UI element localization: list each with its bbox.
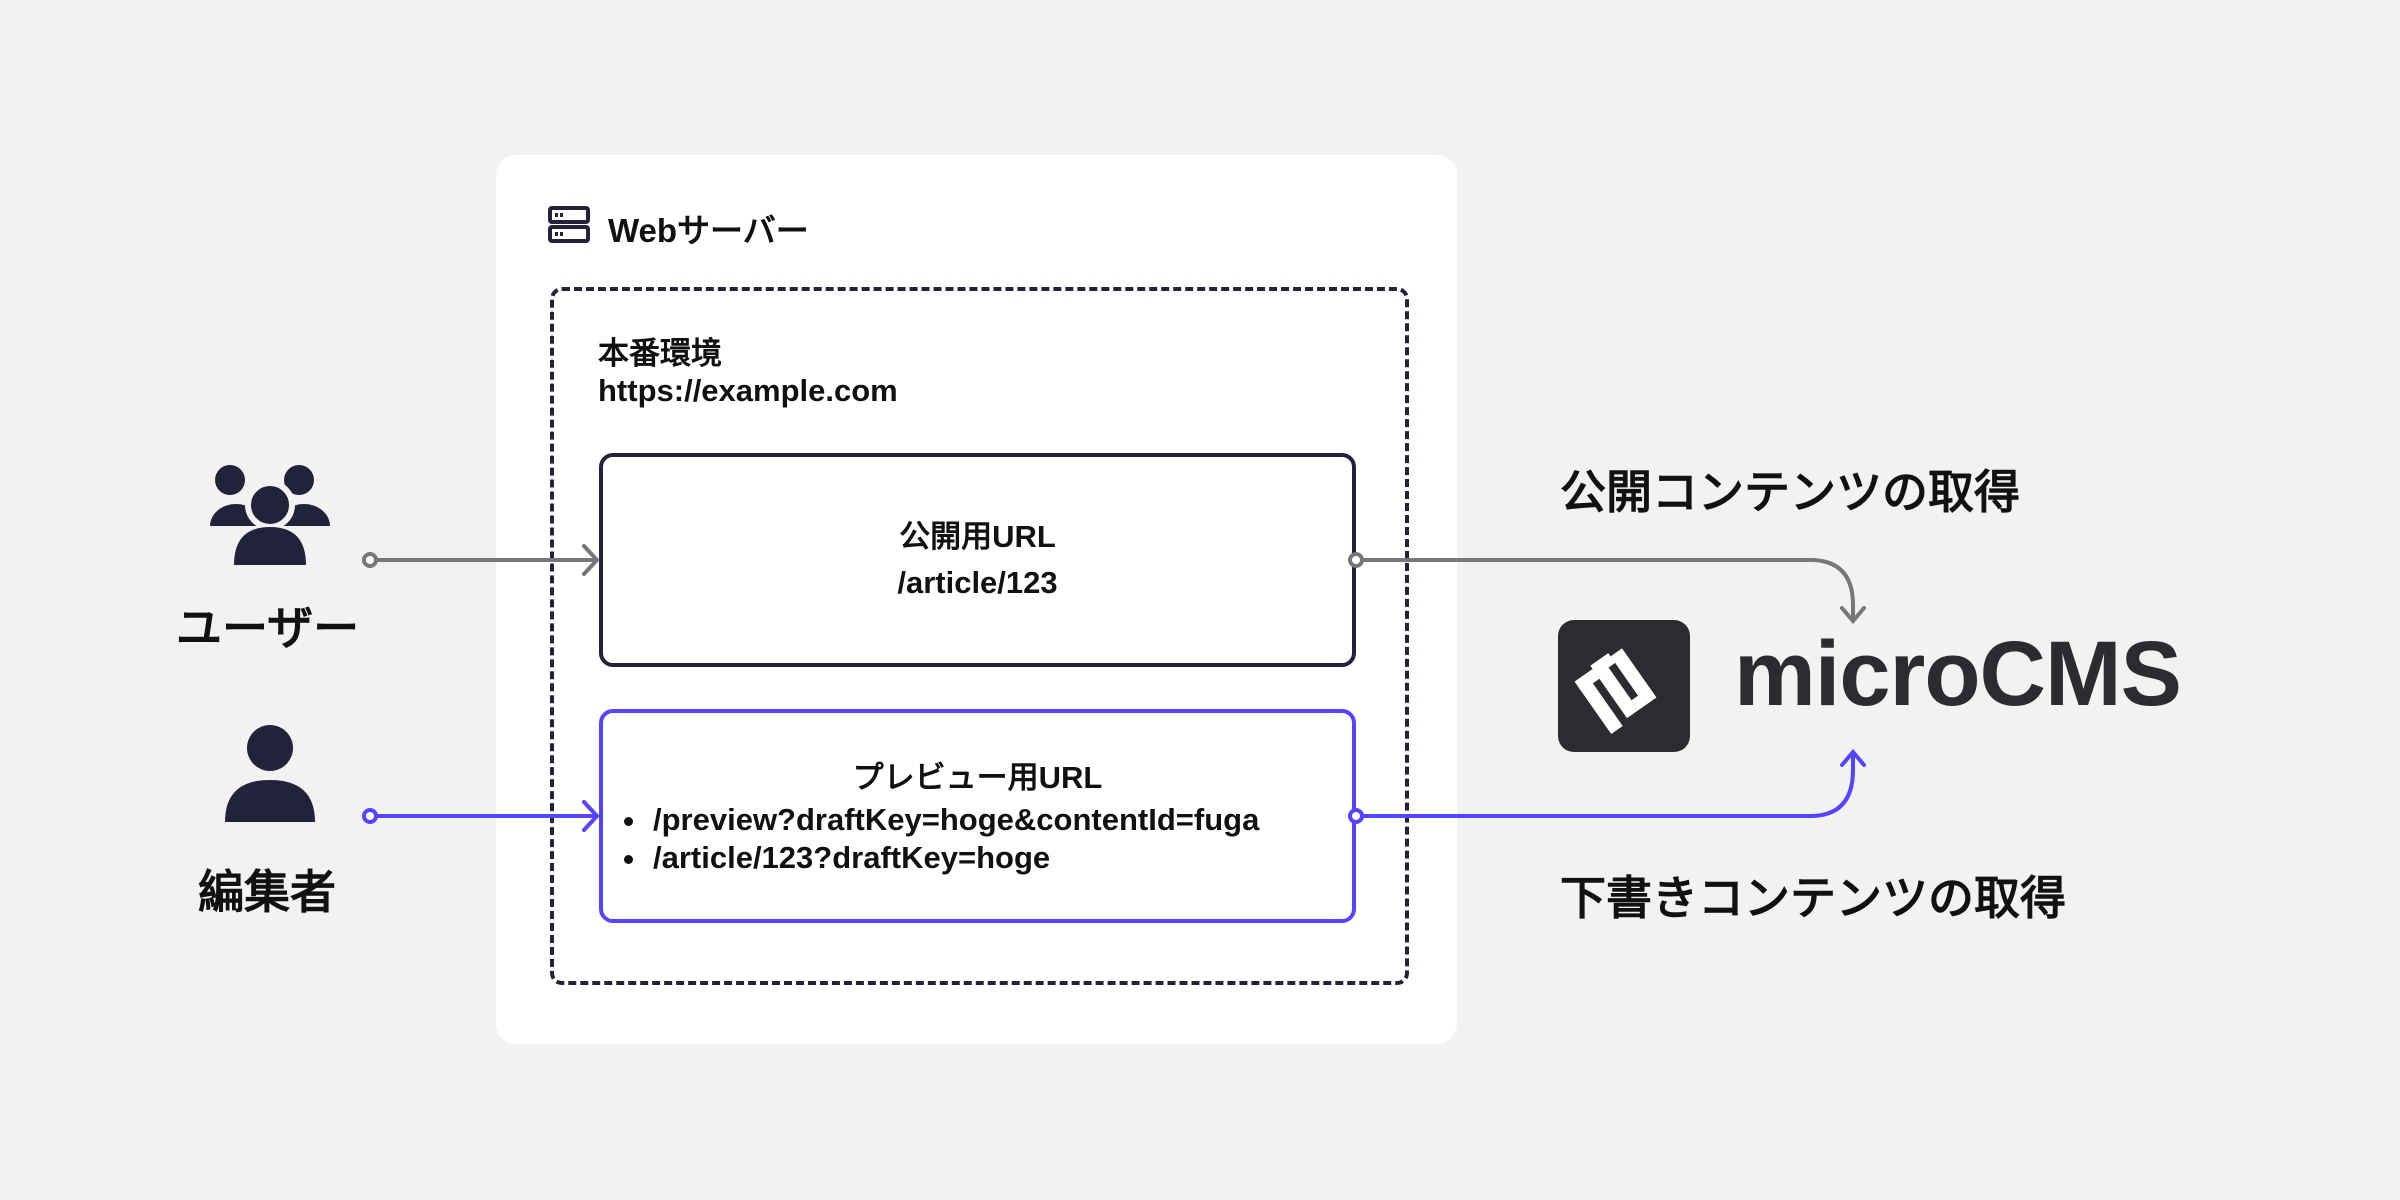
users-label: ユーザー: [176, 602, 360, 654]
environment-name: 本番環境: [598, 336, 722, 371]
editor-icon: [225, 725, 315, 822]
public-fetch-label: 公開コンテンツの取得: [1560, 466, 2020, 518]
microcms-wordmark: microCMS: [1734, 623, 2182, 725]
public-url-title: 公開用URL: [899, 519, 1056, 554]
public-url-box: 公開用URL /article/123: [599, 453, 1356, 667]
server-icon: [548, 206, 590, 243]
editor-label: 編集者: [198, 866, 336, 918]
preview-url-title: プレビュー用URL: [852, 760, 1103, 795]
environment-url: https://example.com: [598, 373, 898, 408]
production-environment: [550, 287, 1409, 985]
public-url-path: /article/123: [897, 565, 1058, 600]
preview-url-box: プレビュー用URL /preview?draftKey=hoge&content…: [599, 709, 1356, 923]
preview-url-item: /preview?draftKey=hoge&contentId=fuga: [649, 801, 1259, 839]
preview-url-item: /article/123?draftKey=hoge: [649, 839, 1259, 877]
server-title: Webサーバー: [608, 212, 809, 249]
draft-fetch-label: 下書きコンテンツの取得: [1560, 872, 2066, 924]
users-icon: [210, 465, 330, 565]
microcms-logo-icon: [1558, 620, 1690, 752]
